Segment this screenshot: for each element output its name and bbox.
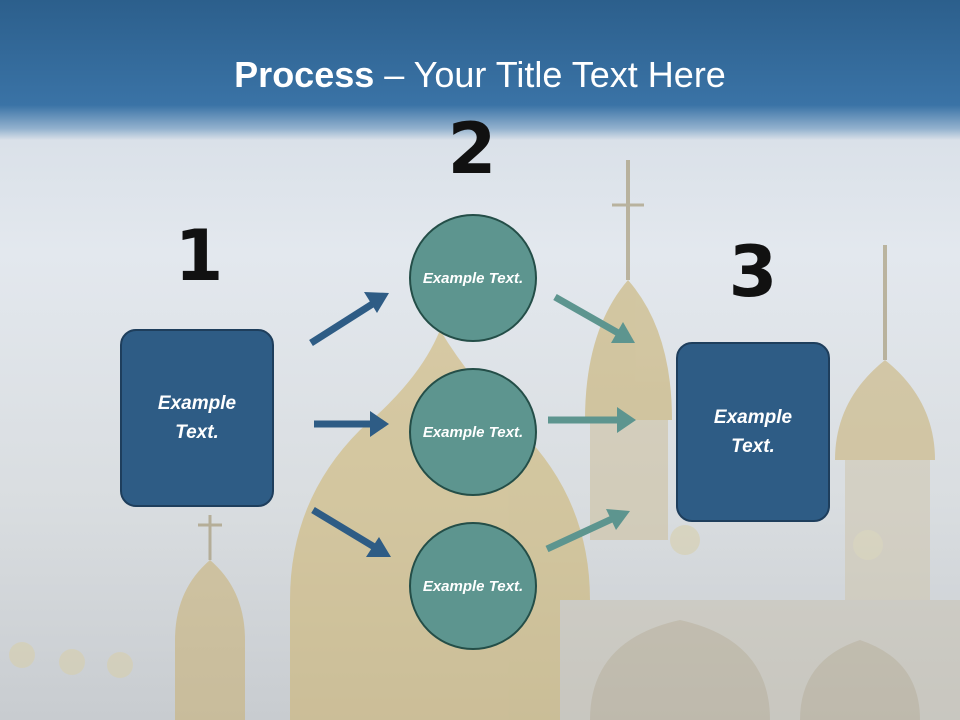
title-bold-part: Process [234,54,375,95]
step-3-box: Example Text. [676,342,830,522]
title-rest-part: – Your Title Text Here [374,54,726,95]
circle-middle-label: Example Text. [422,423,524,441]
slide-title: Process – Your Title Text Here [0,50,960,100]
arrow-left-up [309,292,389,346]
arrow-right-middle [548,407,636,433]
circle-bottom-label: Example Text. [422,577,524,595]
step-2-circle-bottom: Example Text. [409,522,537,650]
step-2-circle-middle: Example Text. [409,368,537,496]
circle-top-label: Example Text. [422,269,524,287]
step-3-label: Example Text. [713,407,793,457]
step-1-label: Example Text. [157,393,237,443]
step-number-1: 1 [174,215,224,297]
arrow-left-middle [314,411,389,437]
step-1-box: Example Text. [120,329,274,507]
step-number-3: 3 [728,231,778,313]
arrow-right-up [553,293,635,343]
step-2-circle-top: Example Text. [409,214,537,342]
title-band [0,0,960,140]
arrow-left-down [311,507,391,557]
arrow-right-down [545,509,630,553]
step-number-2: 2 [447,108,497,190]
